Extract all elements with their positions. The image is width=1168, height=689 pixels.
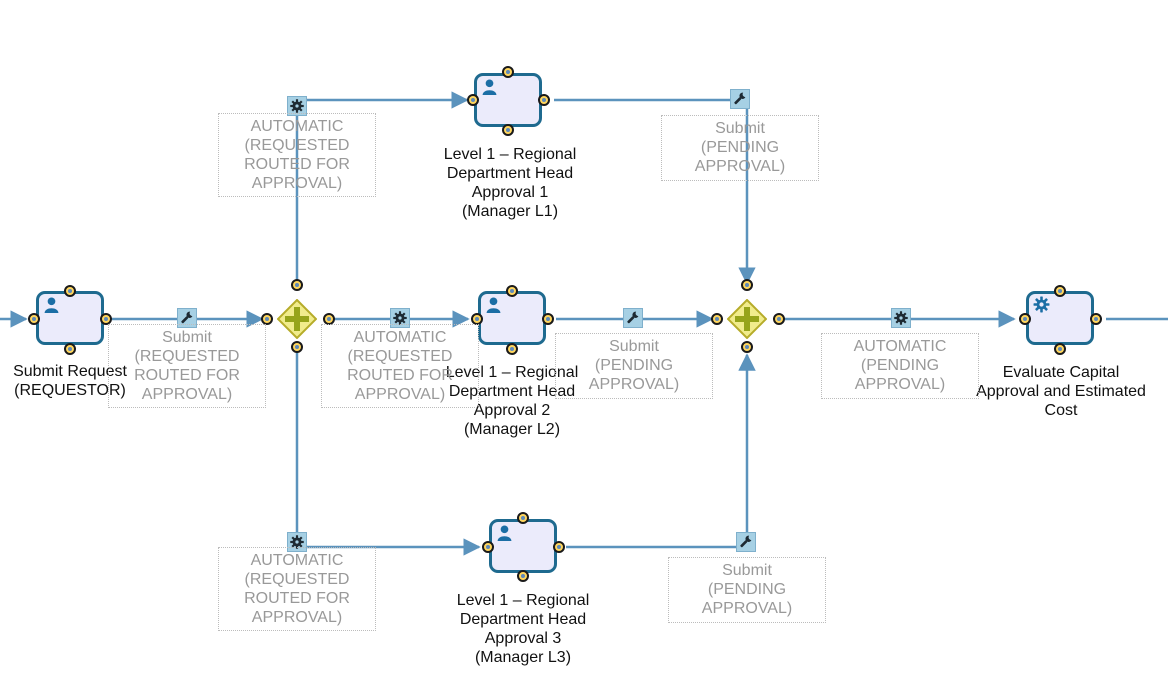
task-label-level1-approval-1: Level 1 – Regional Department Head Appro… bbox=[443, 146, 577, 220]
gear-icon bbox=[1033, 296, 1050, 313]
connection-label-l3-join: Submit (PENDING APPROVAL) bbox=[668, 557, 826, 623]
connection-label-join-evaluate: AUTOMATIC (PENDING APPROVAL) bbox=[821, 333, 979, 399]
task-label-submit-request: Submit Request (REQUESTOR) bbox=[13, 363, 127, 399]
connection-label-split-l2: AUTOMATIC (REQUESTED ROUTED FOR APPROVAL… bbox=[321, 324, 479, 408]
user-icon bbox=[482, 79, 497, 95]
wrench-icon[interactable] bbox=[177, 308, 197, 328]
connection-label-l1-join: Submit (PENDING APPROVAL) bbox=[661, 115, 819, 181]
cog-icon[interactable] bbox=[390, 308, 410, 328]
parallel-split-gateway[interactable] bbox=[277, 299, 317, 339]
task-level1-approval-1[interactable] bbox=[474, 73, 542, 127]
user-icon bbox=[44, 297, 59, 313]
task-evaluate-capital-approval[interactable] bbox=[1026, 291, 1094, 345]
connection-label-split-l3: AUTOMATIC (REQUESTED ROUTED FOR APPROVAL… bbox=[218, 547, 376, 631]
task-label-level1-approval-3: Level 1 – Regional Department Head Appro… bbox=[456, 592, 590, 666]
task-label-evaluate-capital-approval: Evaluate Capital Approval and Estimated … bbox=[976, 364, 1146, 419]
connection-label-split-l1: AUTOMATIC (REQUESTED ROUTED FOR APPROVAL… bbox=[218, 113, 376, 197]
connection-label-submit-split: Submit (REQUESTED ROUTED FOR APPROVAL) bbox=[108, 324, 266, 408]
task-level1-approval-3[interactable] bbox=[489, 519, 557, 573]
connection-label-l2-join: Submit (PENDING APPROVAL) bbox=[555, 333, 713, 399]
parallel-join-gateway[interactable] bbox=[727, 299, 767, 339]
wrench-icon[interactable] bbox=[730, 89, 750, 109]
task-level1-approval-2[interactable] bbox=[478, 291, 546, 345]
task-label-level1-approval-2: Level 1 – Regional Department Head Appro… bbox=[445, 364, 579, 438]
user-icon bbox=[497, 525, 512, 541]
wrench-icon[interactable] bbox=[623, 308, 643, 328]
wrench-icon[interactable] bbox=[736, 532, 756, 552]
user-icon bbox=[486, 297, 501, 313]
cog-icon[interactable] bbox=[287, 96, 307, 116]
task-submit-request[interactable] bbox=[36, 291, 104, 345]
cog-icon[interactable] bbox=[891, 308, 911, 328]
